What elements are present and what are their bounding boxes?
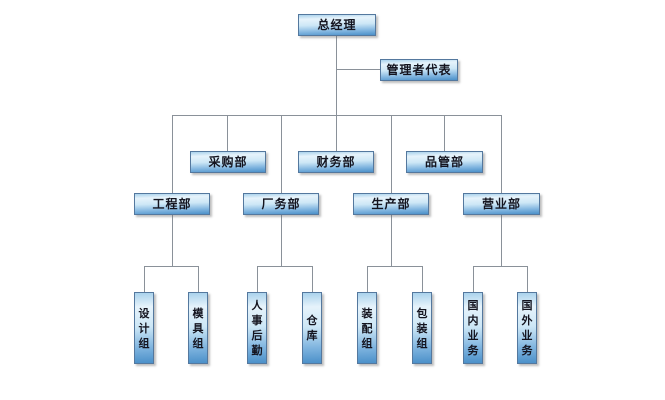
org-node-design-group: 设计组 — [134, 292, 154, 364]
org-node-overseas-business-label: 国外业务 — [521, 299, 533, 357]
org-node-purchasing-label: 采购部 — [208, 155, 248, 169]
org-node-finance-label: 财务部 — [316, 155, 356, 169]
org-node-overseas-business: 国外业务 — [517, 292, 537, 364]
connector-line-leaf-domestic — [473, 266, 474, 292]
connector-line-subbus-production — [367, 266, 423, 267]
connector-line-subbus-sales — [473, 266, 528, 267]
connector-line-stem-factory — [281, 215, 282, 266]
org-node-assembly-group-label: 装配组 — [361, 306, 373, 350]
connector-line-trunk — [336, 36, 337, 115]
org-node-engineering: 工程部 — [134, 193, 210, 215]
org-node-domestic-business: 国内业务 — [463, 292, 483, 364]
org-node-assembly-group: 装配组 — [357, 292, 377, 364]
org-node-warehouse: 仓库 — [302, 292, 322, 364]
connector-line-drop-purchasing — [227, 115, 228, 151]
connector-line-stem-sales — [501, 215, 502, 266]
org-node-production-label: 生产部 — [371, 197, 411, 211]
org-node-ceo: 总经理 — [298, 14, 376, 36]
org-node-management-representative: 管理者代表 — [380, 59, 458, 81]
org-node-sales-label: 营业部 — [481, 197, 521, 211]
connector-line-leaf-hr — [257, 266, 258, 292]
org-node-management-representative-label: 管理者代表 — [386, 63, 452, 77]
connector-line-subbus-engineering — [144, 266, 199, 267]
connector-line-drop-sales — [501, 115, 502, 193]
org-node-factory-label: 厂务部 — [261, 197, 301, 211]
connector-line-drop-engineering — [172, 115, 173, 193]
org-node-production: 生产部 — [353, 193, 429, 215]
org-node-sales: 营业部 — [463, 193, 540, 215]
connector-line-leaf-packing — [422, 266, 423, 292]
org-node-purchasing: 采购部 — [190, 151, 266, 173]
connector-line-drop-production — [391, 115, 392, 193]
org-node-mold-group-label: 模具组 — [192, 306, 204, 350]
connector-line-drop-quality — [444, 115, 445, 151]
connector-line-stem-production — [391, 215, 392, 266]
org-node-packing-group: 包装组 — [412, 292, 432, 364]
org-node-design-group-label: 设计组 — [138, 306, 150, 350]
org-node-finance: 财务部 — [298, 151, 374, 173]
org-node-warehouse-label: 仓库 — [306, 314, 318, 342]
org-node-ceo-label: 总经理 — [317, 18, 357, 32]
connector-line-leaf-design — [144, 266, 145, 292]
org-node-quality: 品管部 — [406, 151, 483, 173]
connector-line-main-bus — [172, 115, 502, 116]
connector-line-leaf-assembly — [367, 266, 368, 292]
connector-line-rep — [337, 69, 380, 70]
connector-line-leaf-mold — [198, 266, 199, 292]
connector-line-leaf-warehouse — [312, 266, 313, 292]
org-node-mold-group: 模具组 — [188, 292, 208, 364]
org-node-domestic-business-label: 国内业务 — [467, 299, 479, 357]
org-node-engineering-label: 工程部 — [152, 197, 192, 211]
org-node-factory: 厂务部 — [243, 193, 319, 215]
org-node-packing-group-label: 包装组 — [416, 306, 428, 350]
org-node-hr-logistics: 人事后勤 — [247, 292, 267, 364]
connector-line-drop-factory — [281, 115, 282, 193]
connector-line-drop-finance — [336, 115, 337, 151]
org-node-quality-label: 品管部 — [424, 155, 464, 169]
connector-line-subbus-factory — [257, 266, 313, 267]
connector-line-stem-engineering — [172, 215, 173, 266]
org-node-hr-logistics-label: 人事后勤 — [251, 299, 263, 357]
connector-line-leaf-overseas — [527, 266, 528, 292]
